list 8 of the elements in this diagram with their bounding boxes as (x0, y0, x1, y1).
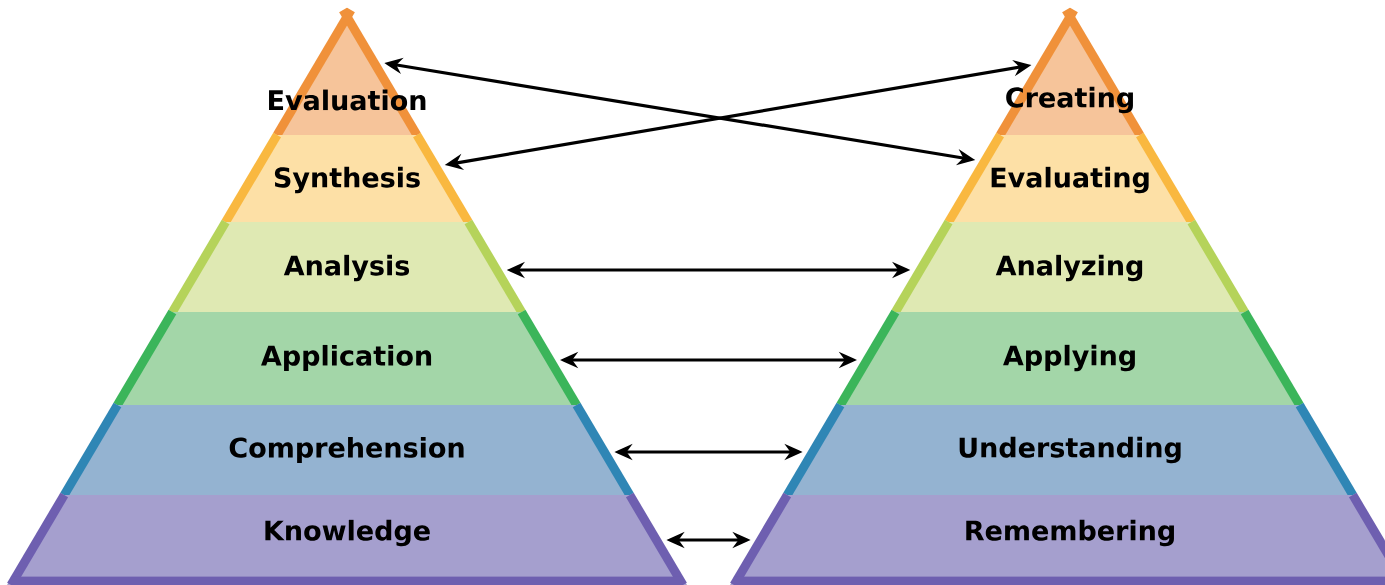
pyramid-band: Understanding (783, 402, 1357, 498)
pyramid-band: Comprehension (60, 402, 634, 498)
pyramid-band: Applying (836, 309, 1304, 408)
pyramid-band: Remembering (730, 492, 1385, 585)
pyramid-band: Application (113, 309, 581, 408)
pyramid-band: Analyzing (891, 219, 1249, 315)
pyramid-band: Analysis (168, 219, 526, 315)
pyramid-band: Knowledge (7, 492, 687, 585)
